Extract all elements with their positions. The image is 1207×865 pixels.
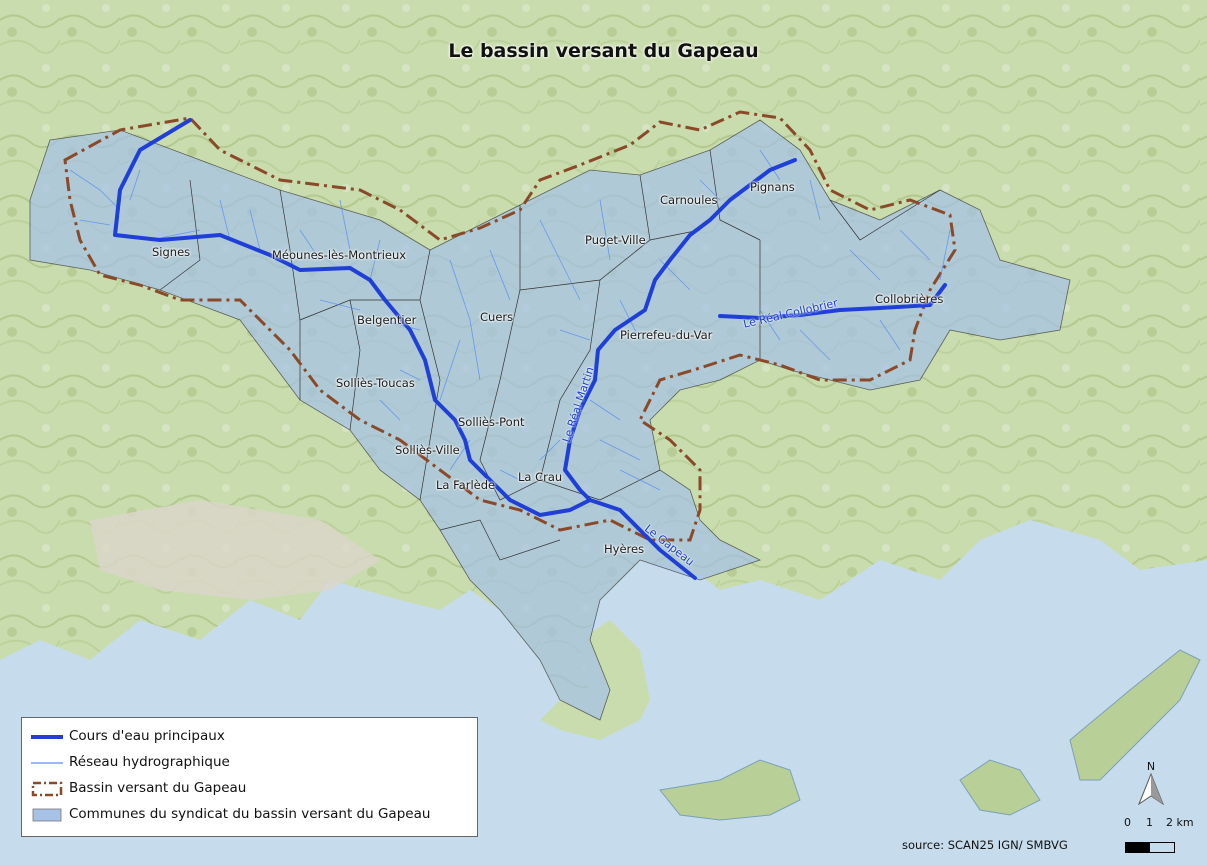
commune-label: Hyères: [604, 542, 645, 556]
scale-tick: 0: [1124, 816, 1131, 829]
scale-tick: 2 km: [1166, 816, 1194, 829]
source-credit: source: SCAN25 IGN/ SMBVG: [902, 838, 1068, 852]
legend-item-syndicate: Communes du syndicat du bassin versant d…: [22, 804, 477, 826]
commune-label: Cuers: [480, 310, 514, 324]
commune-label: Méounes-lès-Montrieux: [272, 248, 407, 262]
river-gapeau: [113, 118, 697, 580]
map-title: Le bassin versant du Gapeau: [448, 40, 759, 62]
syndicate-swatch: [32, 808, 62, 822]
river-real-martin: [563, 158, 797, 502]
legend-label: Bassin versant du Gapeau: [69, 780, 247, 796]
north-arrow-icon: N: [1131, 760, 1171, 810]
island-porquerolles: [659, 759, 801, 821]
hydro-swatch: [31, 762, 63, 764]
island-port-cros: [959, 759, 1041, 816]
legend-item-main-rivers: Cours d'eau principaux: [22, 726, 477, 748]
river-real-collobrier: [718, 283, 947, 320]
legend: Cours d'eau principaux Réseau hydrograph…: [21, 717, 478, 837]
commune-label: Signes: [152, 245, 191, 259]
commune-label: La Crau: [518, 470, 563, 484]
commune-label: Puget-Ville: [585, 233, 646, 247]
scale-bar: [1125, 842, 1175, 853]
hydro-network: [69, 149, 951, 491]
commune-label: Solliès-Pont: [458, 415, 525, 429]
island-levant: [1069, 649, 1201, 781]
main-rivers: [113, 118, 947, 580]
commune-boundaries: [159, 149, 941, 561]
main-river-swatch: [31, 735, 63, 739]
commune-label: Solliès-Toucas: [336, 376, 415, 390]
north-label: N: [1147, 760, 1155, 773]
legend-item-watershed: Bassin versant du Gapeau: [22, 778, 477, 800]
legend-label: Réseau hydrographique: [69, 754, 230, 770]
watershed-boundary: [63, 110, 957, 542]
commune-label: Carnoules: [660, 193, 718, 207]
watershed-swatch: [31, 781, 63, 797]
commune-label: La Farlède: [436, 478, 496, 492]
commune-label: Solliès-Ville: [395, 443, 460, 457]
legend-label: Communes du syndicat du bassin versant d…: [69, 806, 431, 822]
commune-label: Collobrières: [875, 292, 944, 306]
commune-label: Pierrefeu-du-Var: [620, 328, 713, 342]
legend-item-hydro: Réseau hydrographique: [22, 752, 477, 774]
commune-label: Belgentier: [357, 313, 417, 327]
scale-tick: 1: [1146, 816, 1153, 829]
legend-label: Cours d'eau principaux: [69, 728, 225, 744]
commune-label: Pignans: [750, 180, 795, 194]
